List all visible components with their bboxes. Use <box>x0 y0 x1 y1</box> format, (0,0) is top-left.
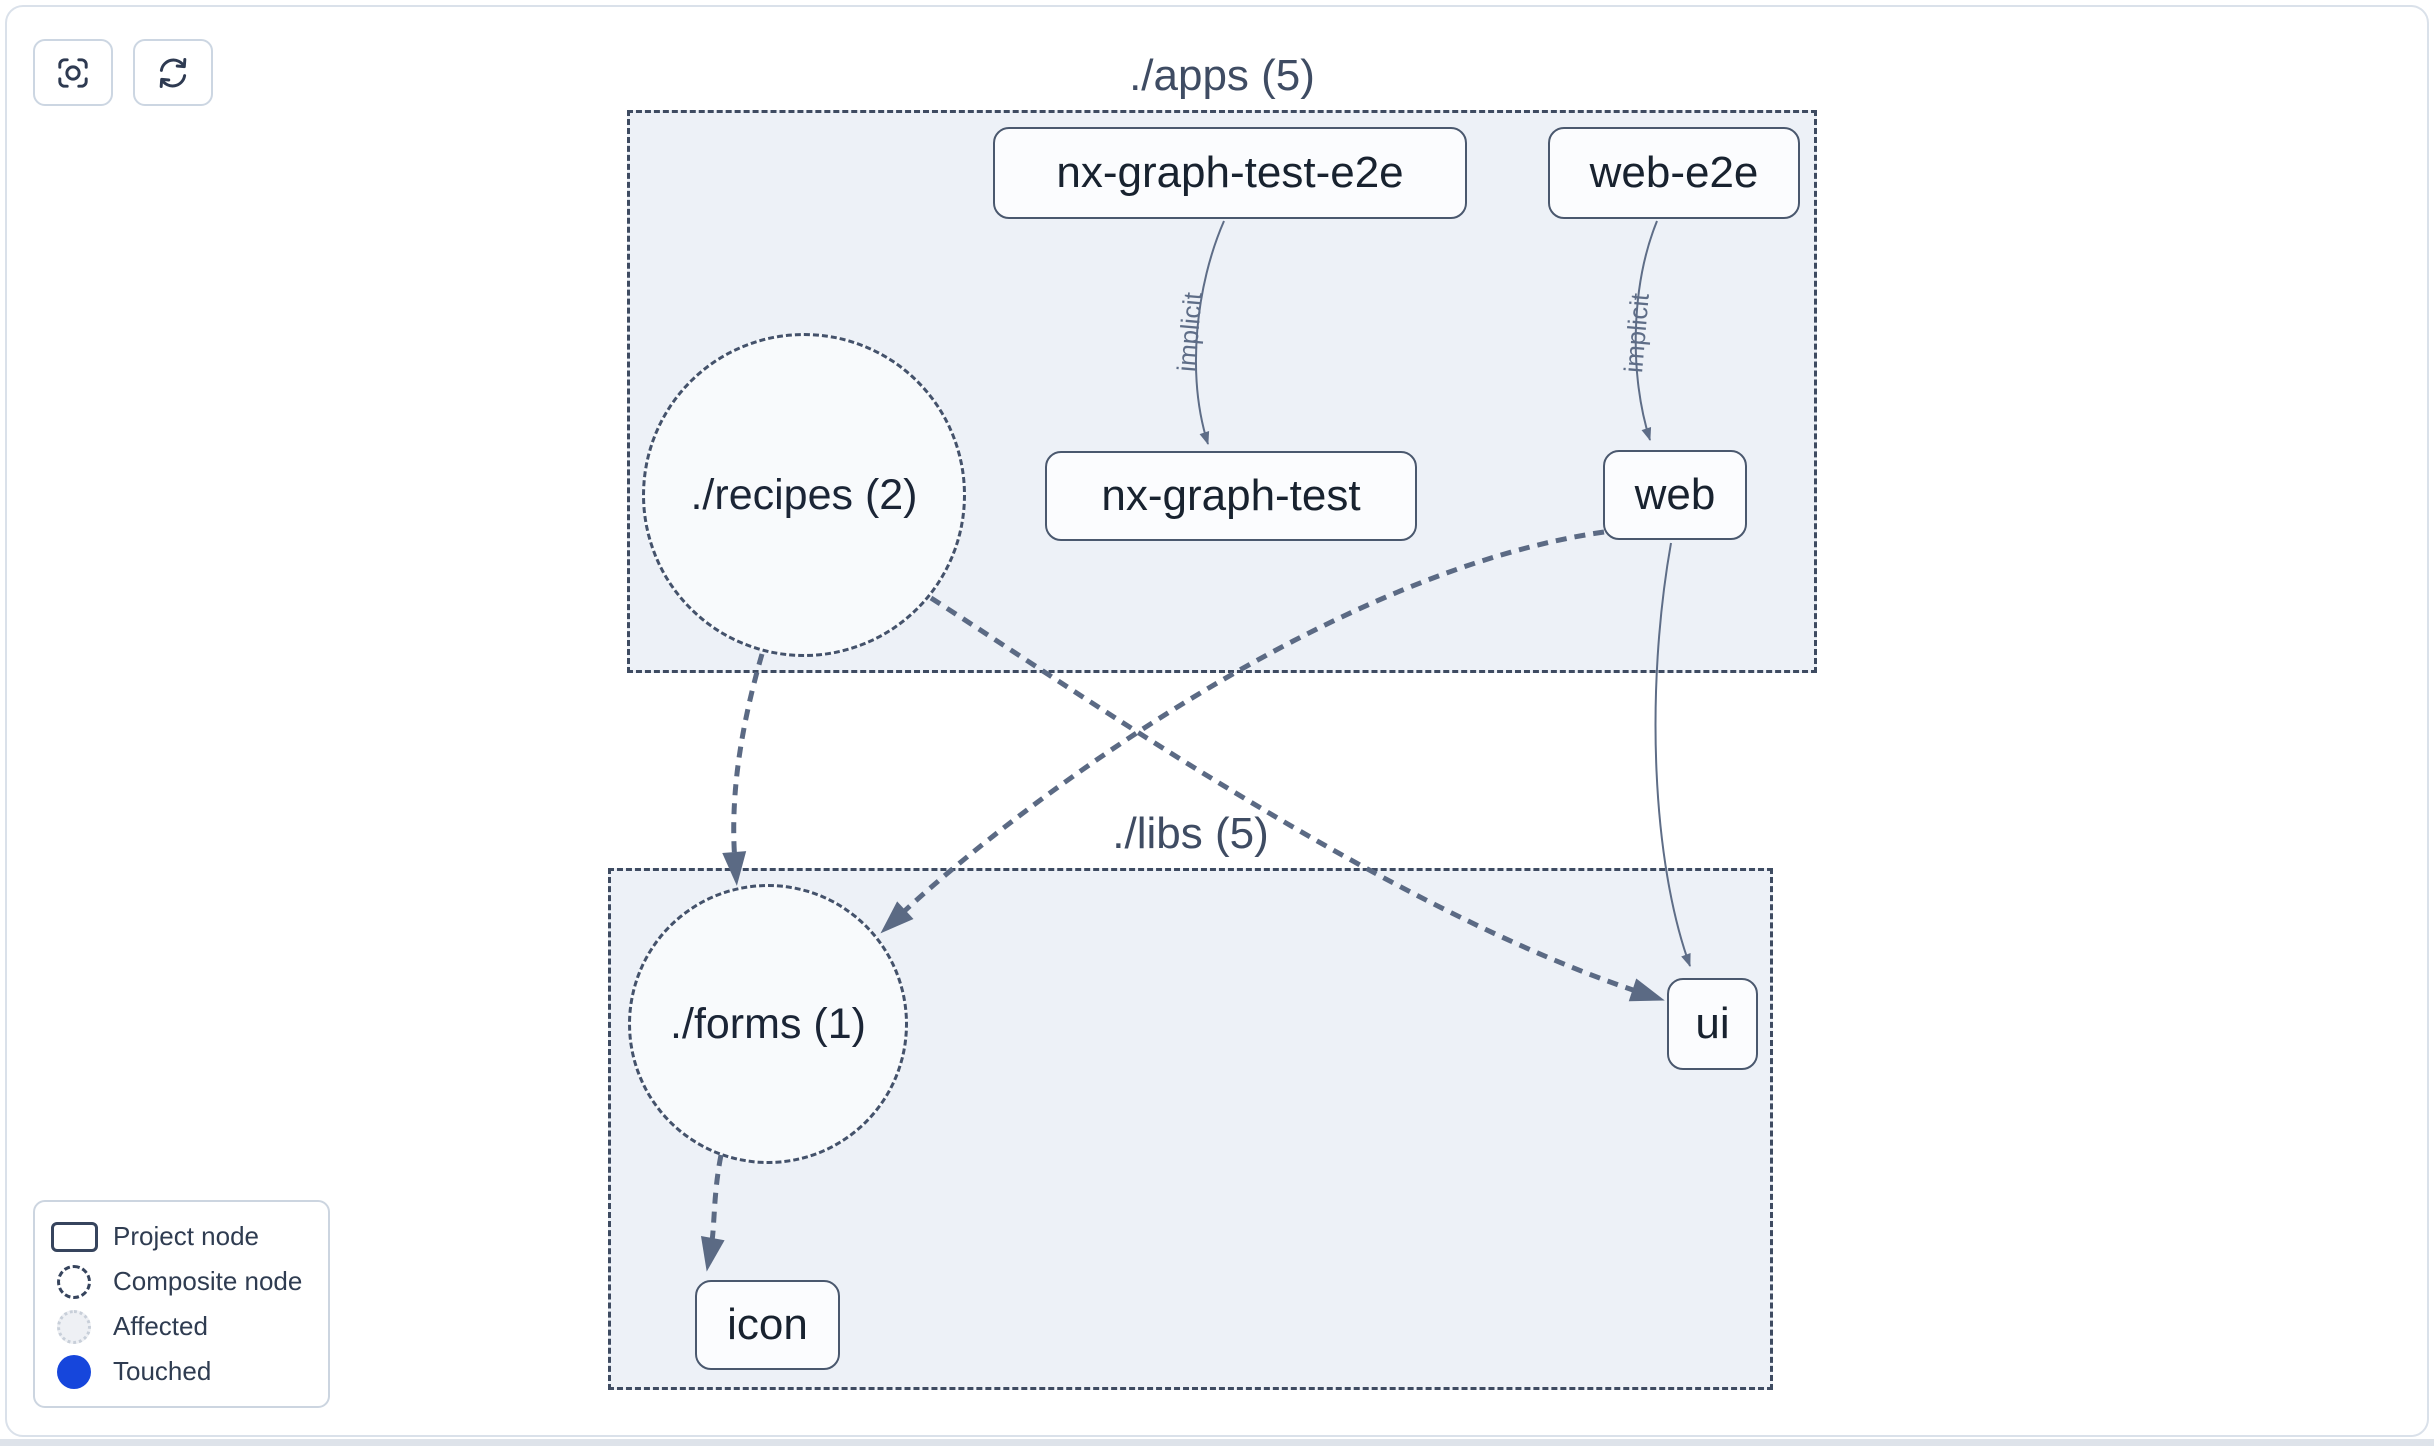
legend-label: Touched <box>113 1356 212 1386</box>
project-node-nx-graph-test[interactable]: nx-graph-test <box>1045 451 1417 541</box>
project-node-label: nx-graph-test-e2e <box>1056 148 1404 197</box>
focus-crosshair-icon <box>54 54 92 92</box>
project-node-nx-graph-test-e2e[interactable]: nx-graph-test-e2e <box>993 127 1467 219</box>
group-apps-label: ./apps (5) <box>1129 51 1315 100</box>
composite-node-label: ./forms (1) <box>670 999 866 1048</box>
project-node-icon[interactable]: icon <box>695 1280 840 1370</box>
bottom-divider <box>0 1439 2434 1446</box>
group-libs-label: ./libs (5) <box>1112 809 1269 858</box>
edge-forms-to-icon[interactable] <box>700 1154 725 1272</box>
reset-focus-button[interactable] <box>33 39 113 106</box>
project-node-web-e2e[interactable]: web-e2e <box>1548 127 1800 219</box>
edge-webe2e-to-web[interactable] <box>1634 220 1658 441</box>
edge-recipes-to-forms[interactable] <box>722 653 765 886</box>
edge-recipes-to-ui[interactable] <box>929 595 1665 1002</box>
refresh-button[interactable] <box>133 39 213 106</box>
legend: Project node Composite node Affected Tou… <box>33 1200 330 1408</box>
edge-web-to-forms[interactable] <box>880 529 1605 934</box>
composite-node-label: ./recipes (2) <box>690 470 918 519</box>
project-node-label: web <box>1634 470 1716 519</box>
composite-node-recipes[interactable]: ./recipes (2) <box>642 333 966 657</box>
legend-item-affected: Affected <box>35 1305 328 1349</box>
project-node-swatch <box>35 1221 113 1252</box>
project-node-label: icon <box>727 1300 808 1349</box>
edge-web-to-ui[interactable] <box>1654 542 1691 967</box>
affected-swatch <box>35 1309 113 1344</box>
edge-e2e-to-nx-graph-test[interactable] <box>1195 220 1225 445</box>
project-node-web[interactable]: web <box>1603 450 1747 540</box>
project-node-label: nx-graph-test <box>1101 471 1361 520</box>
project-node-label: ui <box>1695 999 1730 1048</box>
refresh-icon <box>154 54 192 92</box>
legend-item-composite-node: Composite node <box>35 1260 328 1304</box>
touched-swatch <box>35 1354 113 1389</box>
composite-node-forms[interactable]: ./forms (1) <box>628 884 908 1164</box>
legend-item-project-node: Project node <box>35 1215 328 1259</box>
composite-node-swatch <box>35 1264 113 1299</box>
project-node-label: web-e2e <box>1589 148 1759 197</box>
legend-label: Composite node <box>113 1266 303 1296</box>
legend-label: Project node <box>113 1221 259 1251</box>
project-node-ui[interactable]: ui <box>1667 978 1758 1070</box>
legend-label: Affected <box>113 1311 208 1341</box>
legend-item-touched: Touched <box>35 1350 328 1394</box>
